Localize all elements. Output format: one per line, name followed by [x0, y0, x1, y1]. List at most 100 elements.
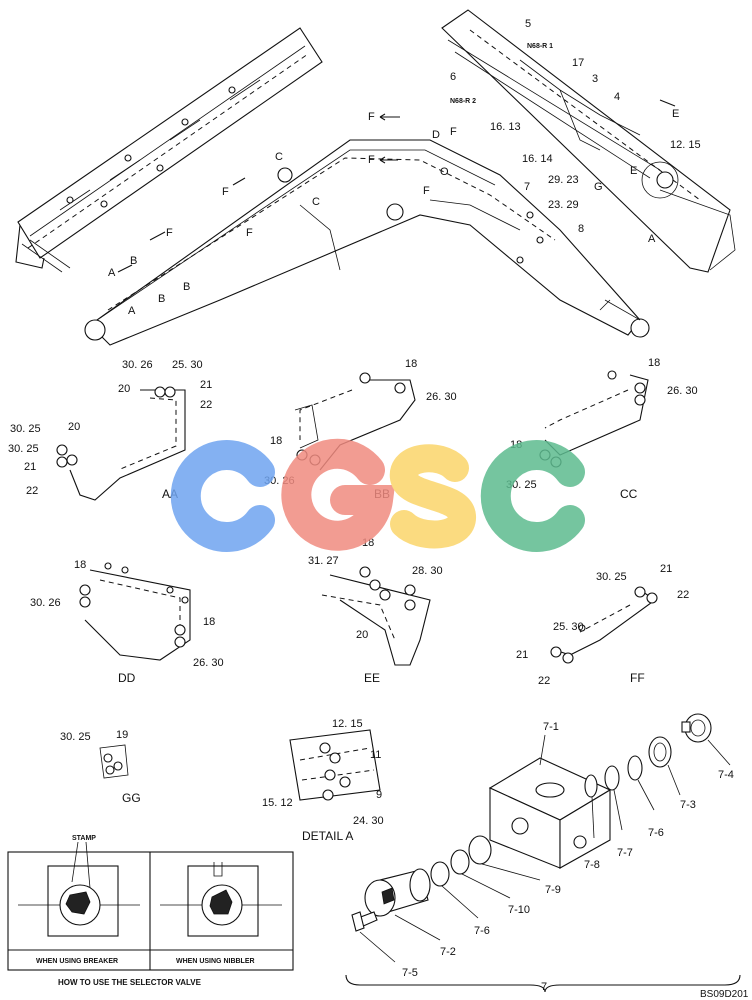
label: 12. 15	[332, 718, 363, 730]
detail-a: 12. 15 11 9 15. 12 24. 30 DETAIL A	[262, 718, 384, 843]
callout: B	[183, 281, 190, 293]
selector-valve: 7-1 7-4 7-3 7-6 7-7 7-8 7-9 7-10 7-6 7-2…	[345, 713, 741, 993]
label: 18	[648, 357, 660, 369]
label: 25. 30	[553, 621, 584, 633]
label: 25. 30	[172, 359, 203, 371]
label: 7-6	[648, 827, 664, 839]
callout: N68-R 2	[450, 98, 476, 105]
label: 7-2	[440, 946, 456, 958]
callout: A	[108, 267, 116, 279]
label: 7-6	[474, 925, 490, 937]
callout: O	[440, 166, 449, 178]
arm-right	[441, 9, 736, 273]
callout: 6	[450, 71, 456, 83]
callout: A	[648, 233, 656, 245]
label: 20	[356, 629, 368, 641]
section-title-ff: FF	[630, 671, 645, 685]
label: 11	[370, 749, 381, 761]
label: 15. 12	[262, 797, 293, 809]
label: 7-7	[617, 847, 633, 859]
callout: F	[368, 154, 375, 166]
callout: F	[423, 185, 430, 197]
label: 30. 25	[596, 571, 627, 583]
callout: 29. 23	[548, 174, 579, 186]
arm-left	[15, 27, 323, 273]
label: 22	[200, 399, 212, 411]
label: 7-4	[718, 769, 734, 781]
callout: B	[158, 293, 165, 305]
label: 19	[116, 729, 128, 741]
stamp-label: STAMP	[72, 835, 96, 842]
label: 26. 30	[667, 385, 698, 397]
callout: N68-R 1	[527, 43, 553, 50]
label: 18	[270, 435, 282, 447]
group-label: 7	[541, 981, 547, 993]
label: 30. 25	[60, 731, 91, 743]
label: 7-3	[680, 799, 696, 811]
callout: E	[672, 108, 679, 120]
section-title-ee: EE	[364, 671, 380, 685]
label: 20	[68, 421, 80, 433]
label: 20	[118, 383, 130, 395]
label: 31. 27	[308, 555, 339, 567]
callout: B	[130, 255, 137, 267]
callout: F	[166, 227, 173, 239]
section-dd: 18 30. 26 18 26. 30 DD	[30, 559, 224, 685]
callout: 5	[525, 18, 531, 30]
callout: F	[368, 111, 375, 123]
callout: 3	[592, 73, 598, 85]
section-ff: 30. 25 21 22 25. 30 21 22 FF	[516, 563, 689, 687]
callout: F	[246, 227, 253, 239]
label: 7-9	[545, 884, 561, 896]
callout: 16. 13	[490, 121, 521, 133]
label: 30. 25	[10, 423, 41, 435]
boom	[84, 139, 650, 346]
callout: E	[630, 165, 637, 177]
callout: F	[222, 186, 229, 198]
section-gg: 30. 25 19 GG	[60, 729, 141, 805]
callout: 17	[572, 57, 584, 69]
label: 22	[538, 675, 550, 687]
top-callouts: 5 N68-R 1 17 3 6 N68-R 2 4 E 16. 13 12. …	[108, 18, 701, 317]
label: 7-1	[543, 721, 559, 733]
callout: 16. 14	[522, 153, 553, 165]
drawing-code: BS09D201	[700, 989, 749, 1000]
label: 18	[74, 559, 86, 571]
callout: 7	[524, 181, 530, 193]
label: 21	[200, 379, 212, 391]
callout: F	[450, 126, 457, 138]
callout: 12. 15	[670, 139, 701, 151]
label: 21	[24, 461, 36, 473]
label: 7-8	[584, 859, 600, 871]
label: 24. 30	[353, 815, 384, 827]
label: 22	[677, 589, 689, 601]
callout: A	[128, 305, 136, 317]
label: 21	[660, 563, 672, 575]
section-cc: 18 26. 30 18 30. 25 CC	[506, 357, 698, 501]
section-ee: 18 31. 27 28. 30 20 EE	[308, 537, 443, 685]
label: 21	[516, 649, 528, 661]
label: 18	[203, 616, 215, 628]
callout: D	[432, 129, 440, 141]
callout: C	[312, 196, 320, 208]
section-arrows	[117, 99, 676, 273]
label: 7-5	[402, 967, 418, 979]
section-title-cc: CC	[620, 487, 638, 501]
callout: G	[594, 181, 603, 193]
callout: C	[275, 151, 283, 163]
callout: 4	[614, 91, 620, 103]
label: 26. 30	[426, 391, 457, 403]
nibbler-caption: WHEN USING NIBBLER	[176, 958, 255, 965]
label: 28. 30	[412, 565, 443, 577]
section-title-dd: DD	[118, 671, 136, 685]
callout: 23. 29	[548, 199, 579, 211]
label: 26. 30	[193, 657, 224, 669]
label: 30. 26	[122, 359, 153, 371]
section-aa: 30. 26 25. 30 20 21 22 30. 25 20 30. 25 …	[8, 359, 212, 501]
section-title-gg: GG	[122, 791, 141, 805]
label: 18	[405, 358, 417, 370]
breaker-caption: WHEN USING BREAKER	[36, 958, 118, 965]
label: 30. 25	[8, 443, 39, 455]
section-title-detail-a: DETAIL A	[302, 829, 353, 843]
